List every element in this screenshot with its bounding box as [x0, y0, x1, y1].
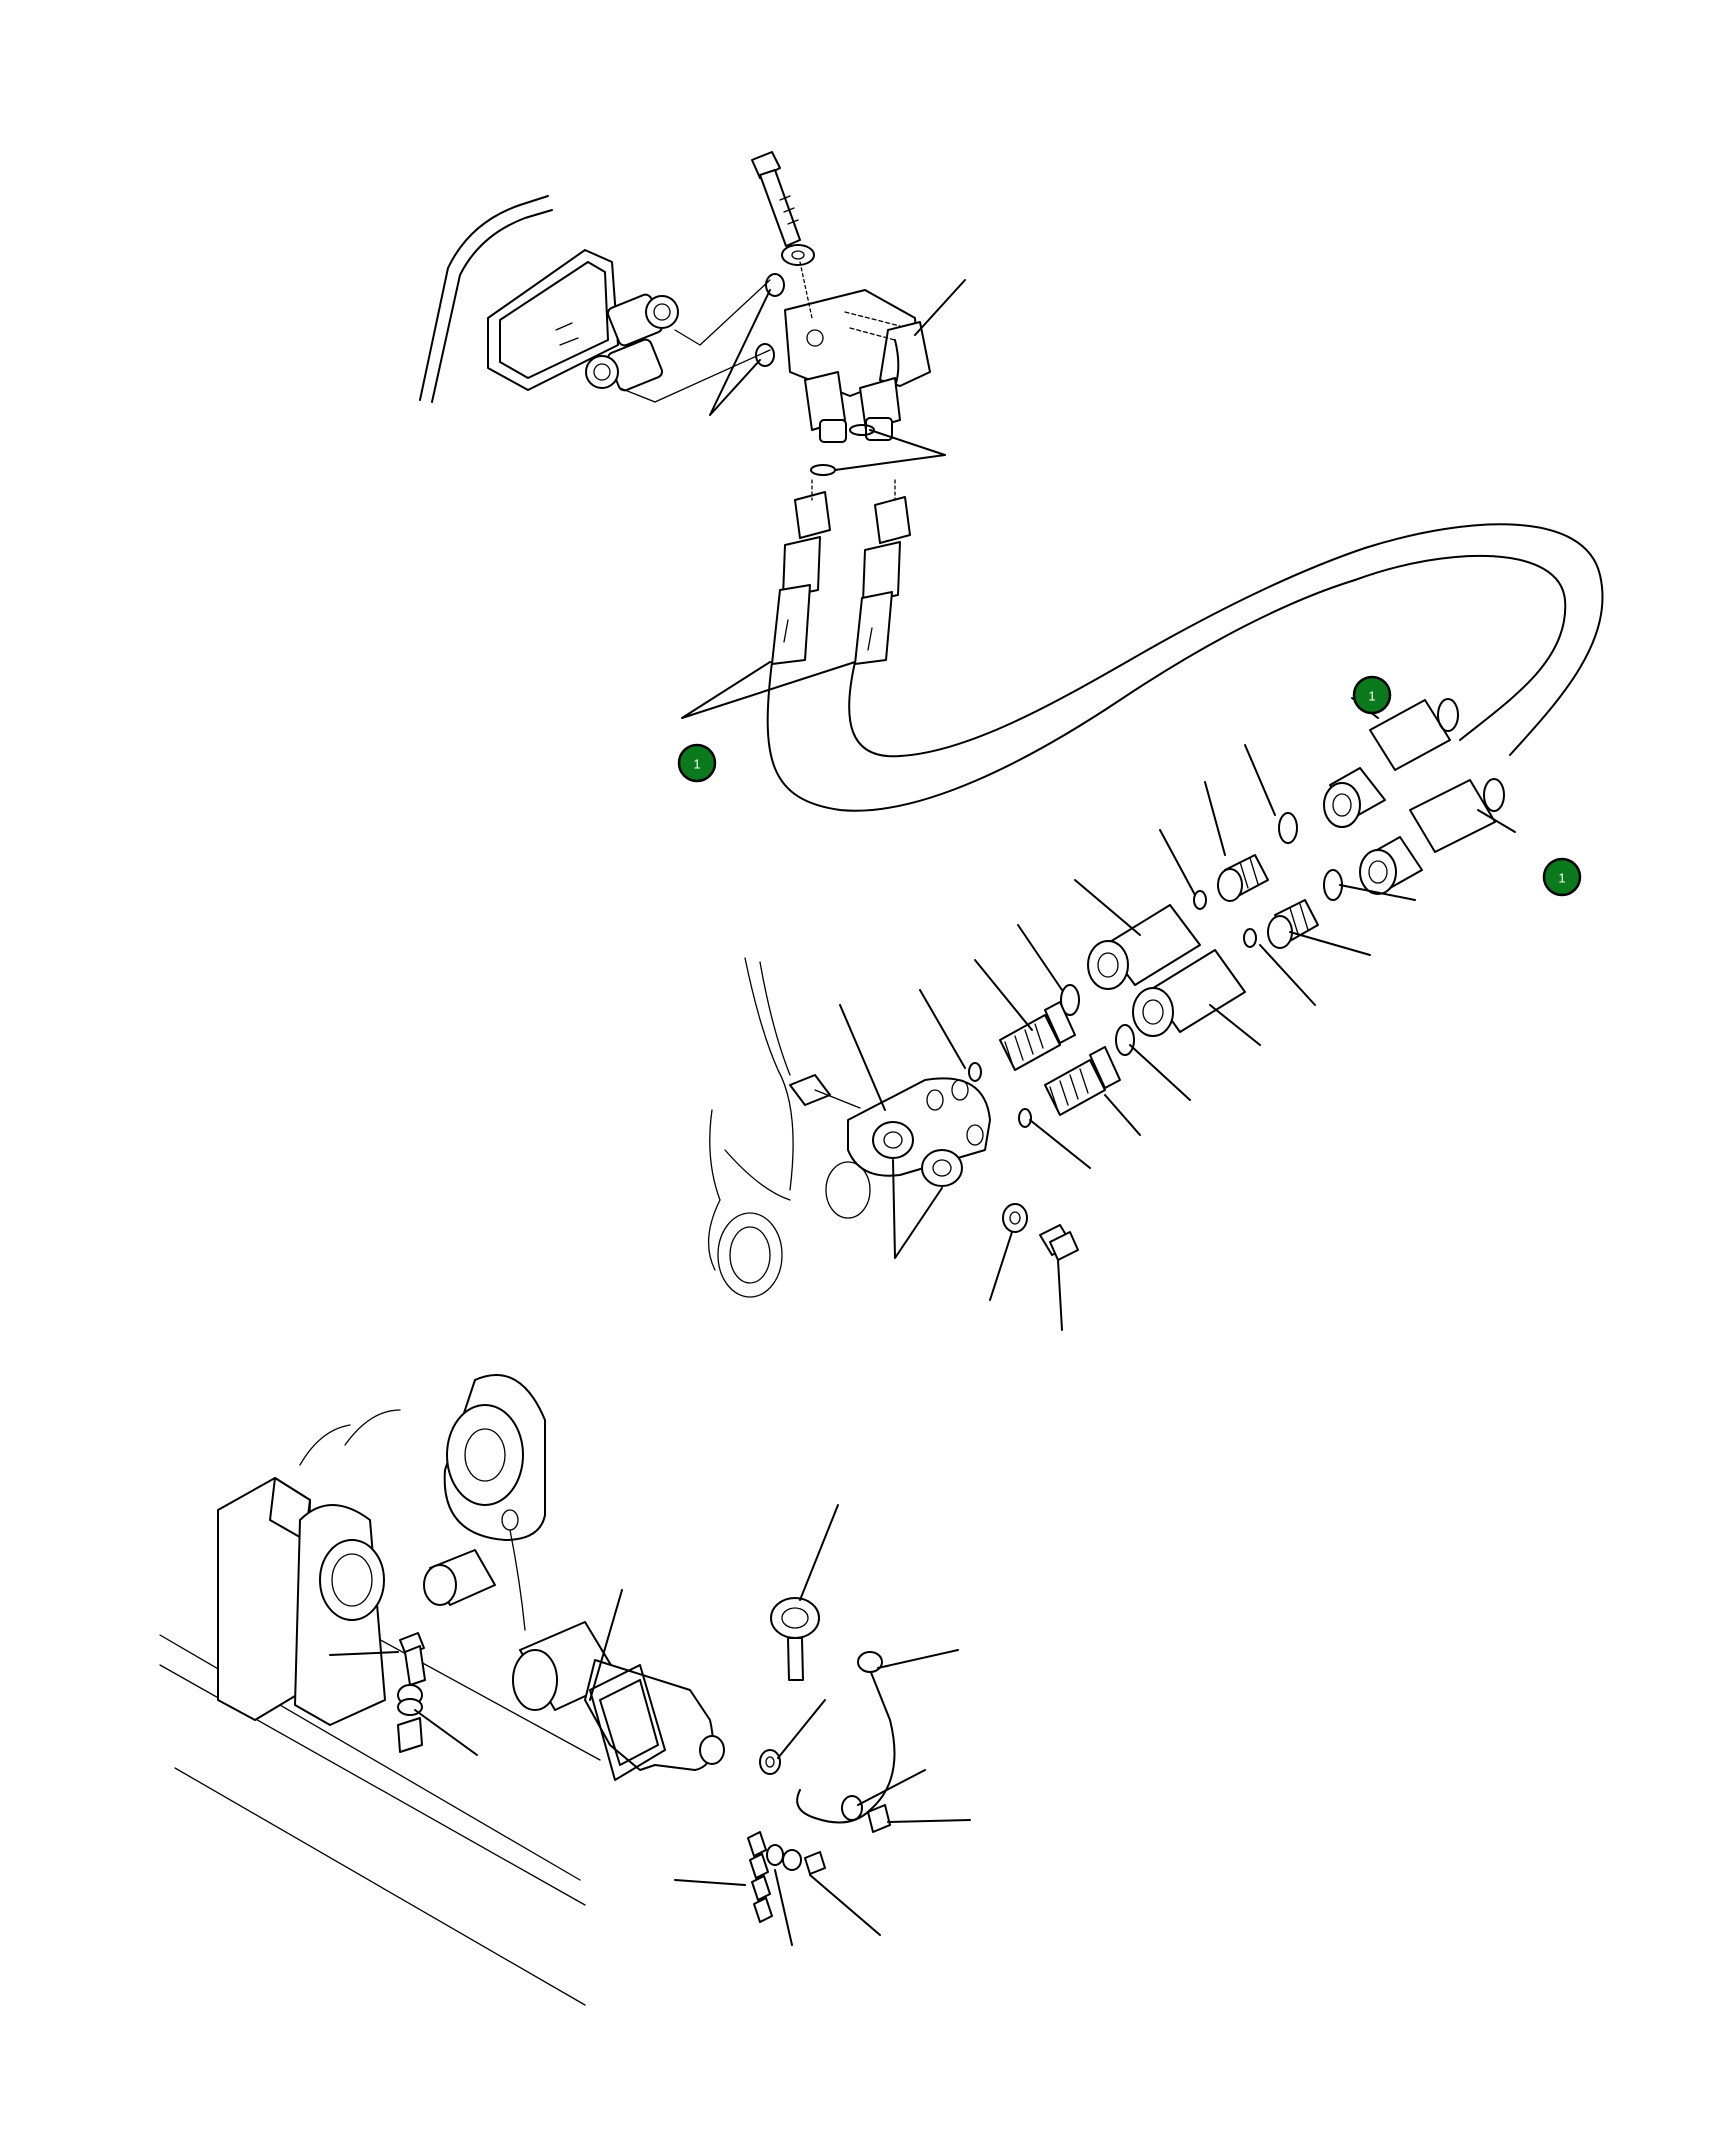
- o-rings-top: [755, 273, 875, 476]
- svg-text:1: 1: [693, 757, 700, 772]
- eye-bolt: [770, 1597, 820, 1681]
- svg-text:1: 1: [1368, 689, 1375, 704]
- callout-leaders: [329, 279, 1516, 1946]
- adapters-middle: [1217, 854, 1319, 949]
- hydraulic-valve-housing: [419, 195, 679, 403]
- flow-path-lines: [619, 279, 771, 403]
- quick-couplers-middle: [1087, 904, 1246, 1037]
- hose-end-fittings-right: [1323, 698, 1505, 895]
- lug-block-bottom: [217, 1409, 401, 1726]
- bolt-and-spacer-left: [397, 1632, 426, 1753]
- svg-text:1: 1: [1558, 871, 1565, 886]
- hose-fittings-top: [771, 479, 911, 665]
- bolt-top: [751, 151, 815, 319]
- mounting-bracket-middle: [847, 1077, 991, 1187]
- snap-ring-and-washer: [759, 1651, 896, 1833]
- tee-bracket: [784, 289, 931, 443]
- chain: [747, 1831, 826, 1923]
- frame-outline-middle: [707, 957, 871, 1298]
- marker-1-right: 1: [1542, 857, 1582, 897]
- marker-1-left: 1: [677, 743, 717, 783]
- threaded-adapters-middle: [999, 1001, 1121, 1116]
- washer-and-bolt-middle: [1002, 1203, 1079, 1261]
- pin-bushing-bottom: [423, 1549, 496, 1606]
- o-rings-middle: [968, 812, 1343, 1128]
- disc-plate-bottom: [443, 1374, 546, 1631]
- hydraulic-hose-loop: [766, 523, 1604, 812]
- marker-1-top: 1: [1352, 675, 1392, 715]
- locking-pin: [512, 1621, 725, 1781]
